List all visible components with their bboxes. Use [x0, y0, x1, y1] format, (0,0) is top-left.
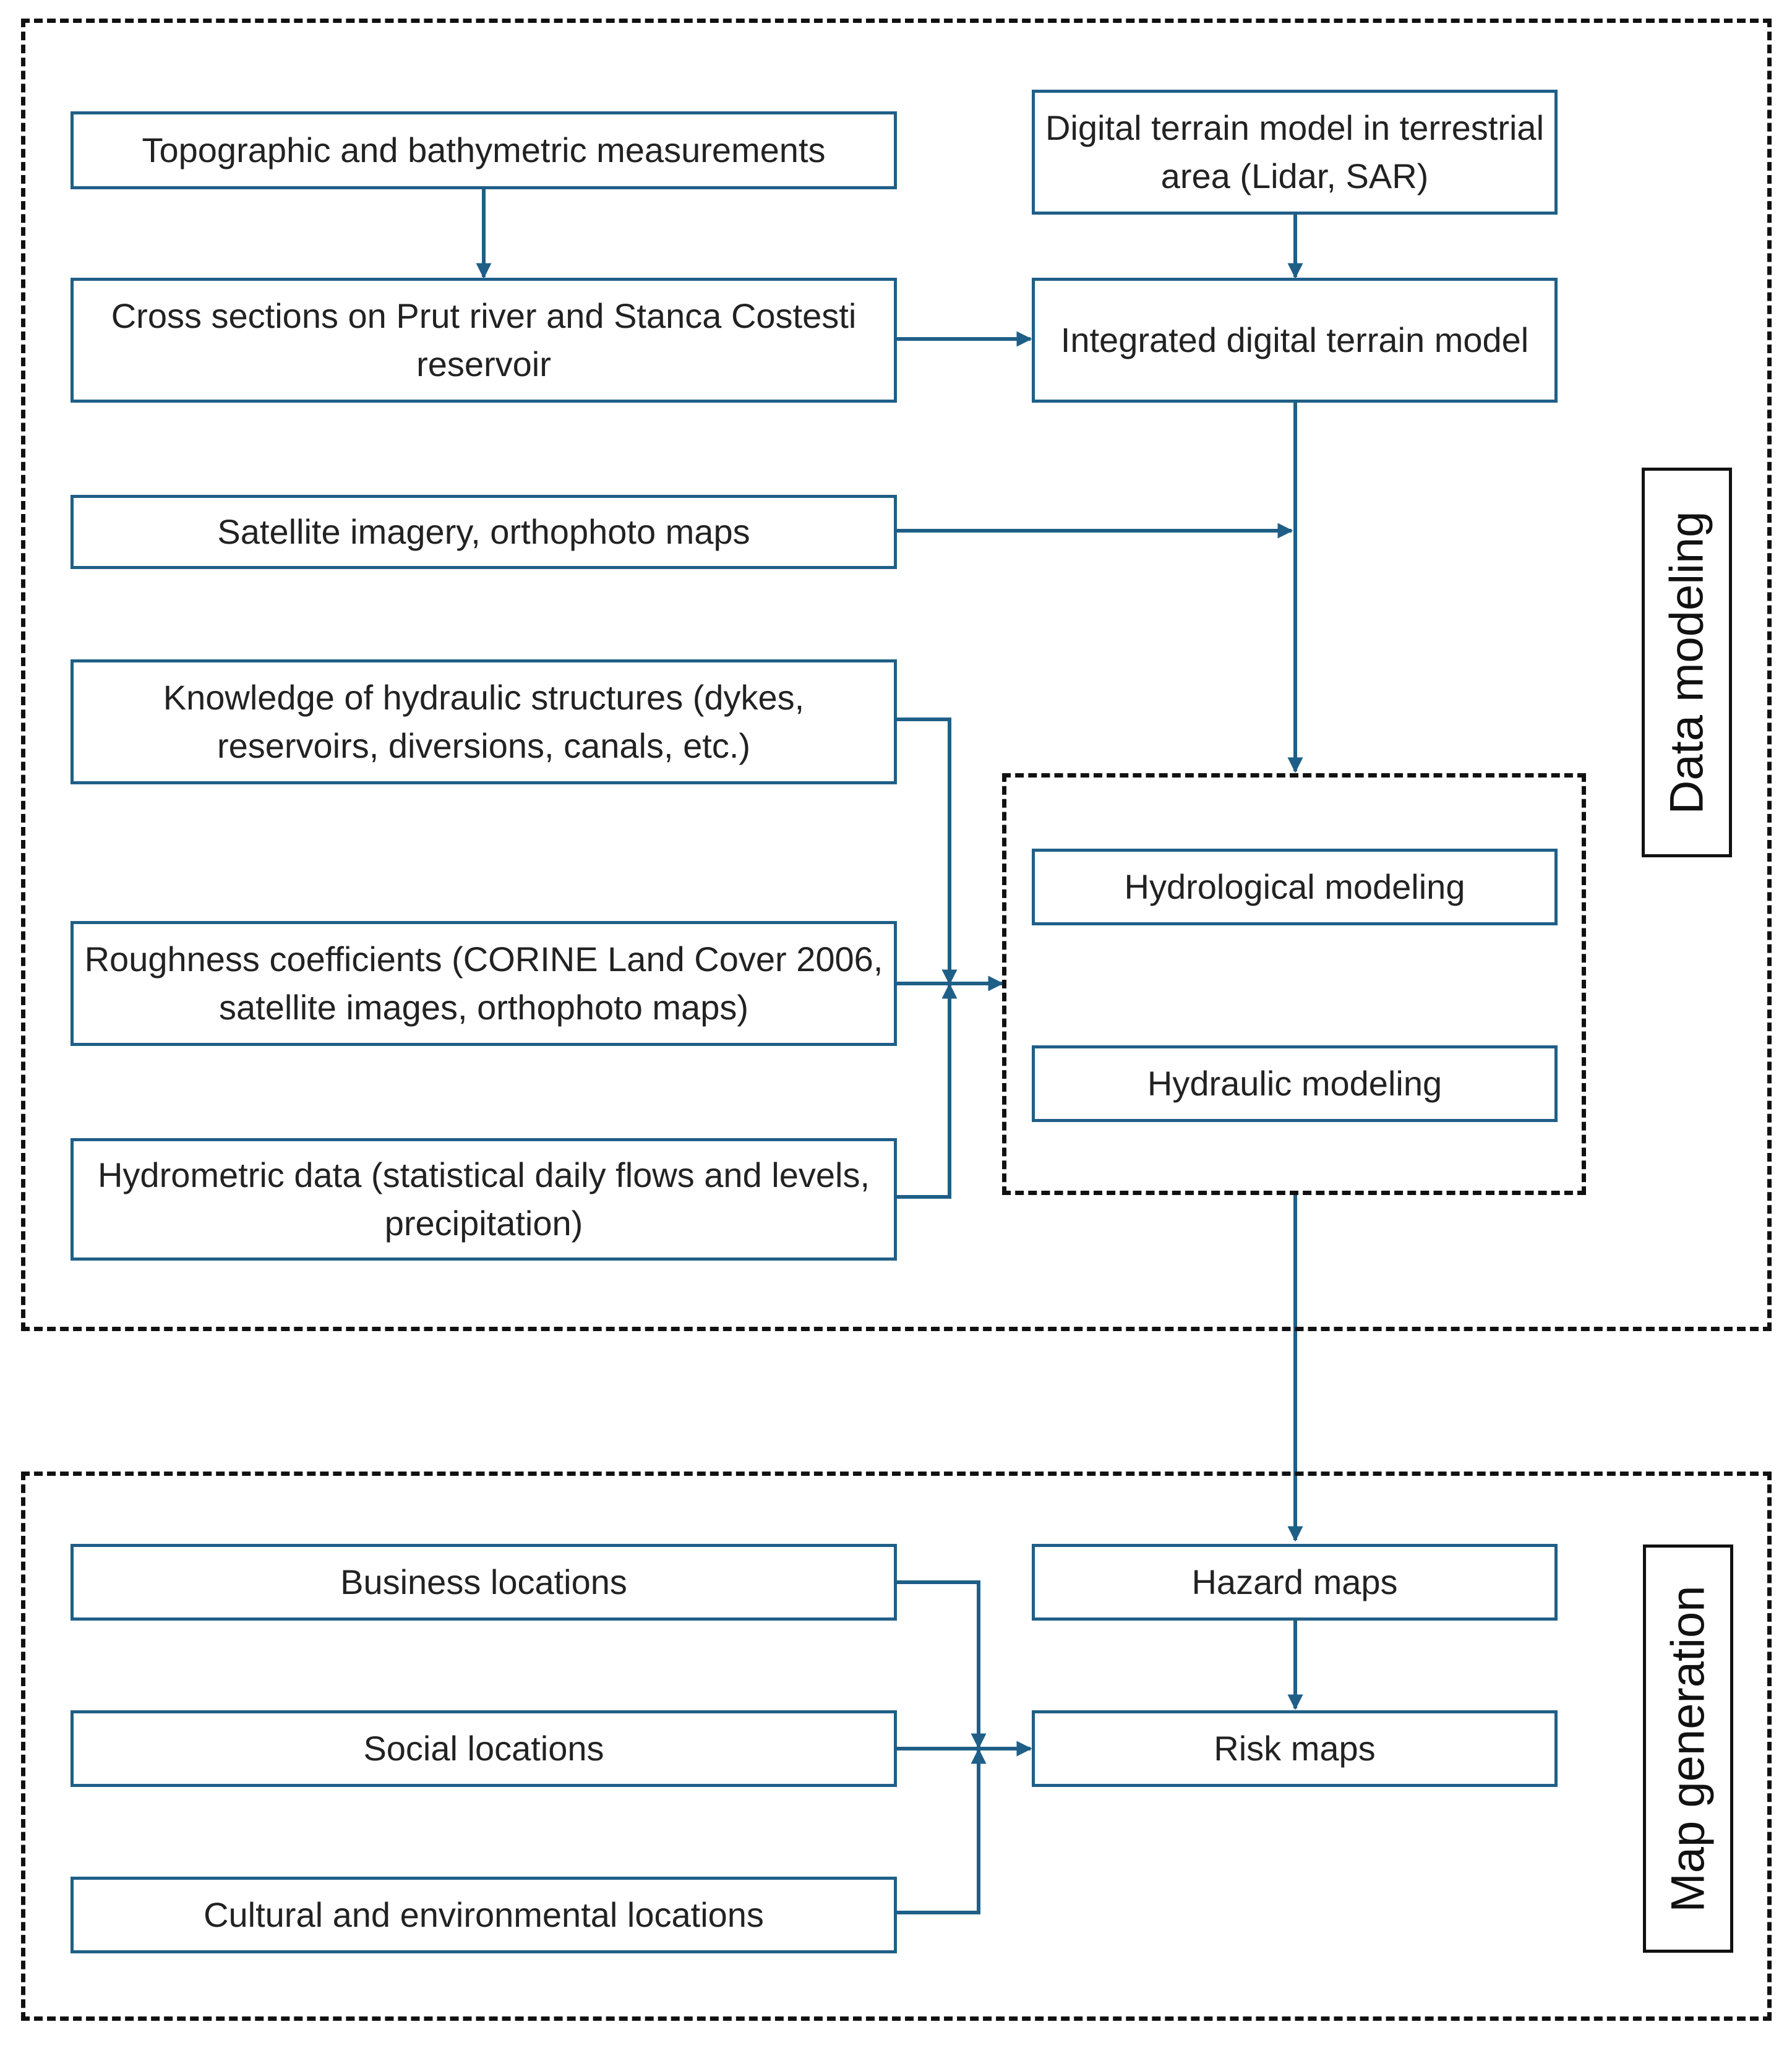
node-hydrological-modeling: Hydrological modeling [1032, 849, 1558, 925]
node-cultural: Cultural and environmental locations [71, 1877, 897, 1953]
node-hydraulic-modeling: Hydraulic modeling [1032, 1045, 1558, 1122]
node-integrated-dtm: Integrated digital terrain model [1032, 278, 1558, 403]
node-satellite: Satellite imagery, orthophoto maps [71, 495, 897, 569]
line-business [896, 1580, 987, 1749]
node-hazard: Hazard maps [1032, 1544, 1558, 1621]
node-hydraulic-structures: Knowledge of hydraulic structures (dykes… [71, 659, 897, 784]
node-hydrometric: Hydrometric data (statistical daily flow… [71, 1138, 897, 1261]
map-generation-label: Map generation [1661, 1585, 1715, 1913]
node-cross-sections: Cross sections on Prut river and Stanca … [71, 278, 897, 403]
node-dtm-terrestrial: Digital terrain model in terrestrial are… [1032, 90, 1558, 215]
node-risk: Risk maps [1032, 1710, 1558, 1787]
node-social: Social locations [71, 1710, 897, 1787]
map-generation-group [21, 1472, 1772, 2021]
node-business: Business locations [71, 1544, 897, 1621]
line-cultural [896, 1748, 987, 1914]
node-roughness: Roughness coefficients (CORINE Land Cove… [71, 921, 897, 1046]
line-hydraulic-structures [896, 718, 958, 985]
map-generation-label-box: Map generation [1643, 1545, 1733, 1953]
node-topo: Topographic and bathymetric measurements [71, 111, 897, 189]
data-modeling-label-box: Data modeling [1642, 468, 1732, 857]
data-modeling-label: Data modeling [1660, 510, 1713, 815]
modeling-subgroup [1002, 773, 1586, 1195]
line-hydrometric [896, 983, 958, 1199]
data-modeling-group [21, 19, 1772, 1331]
